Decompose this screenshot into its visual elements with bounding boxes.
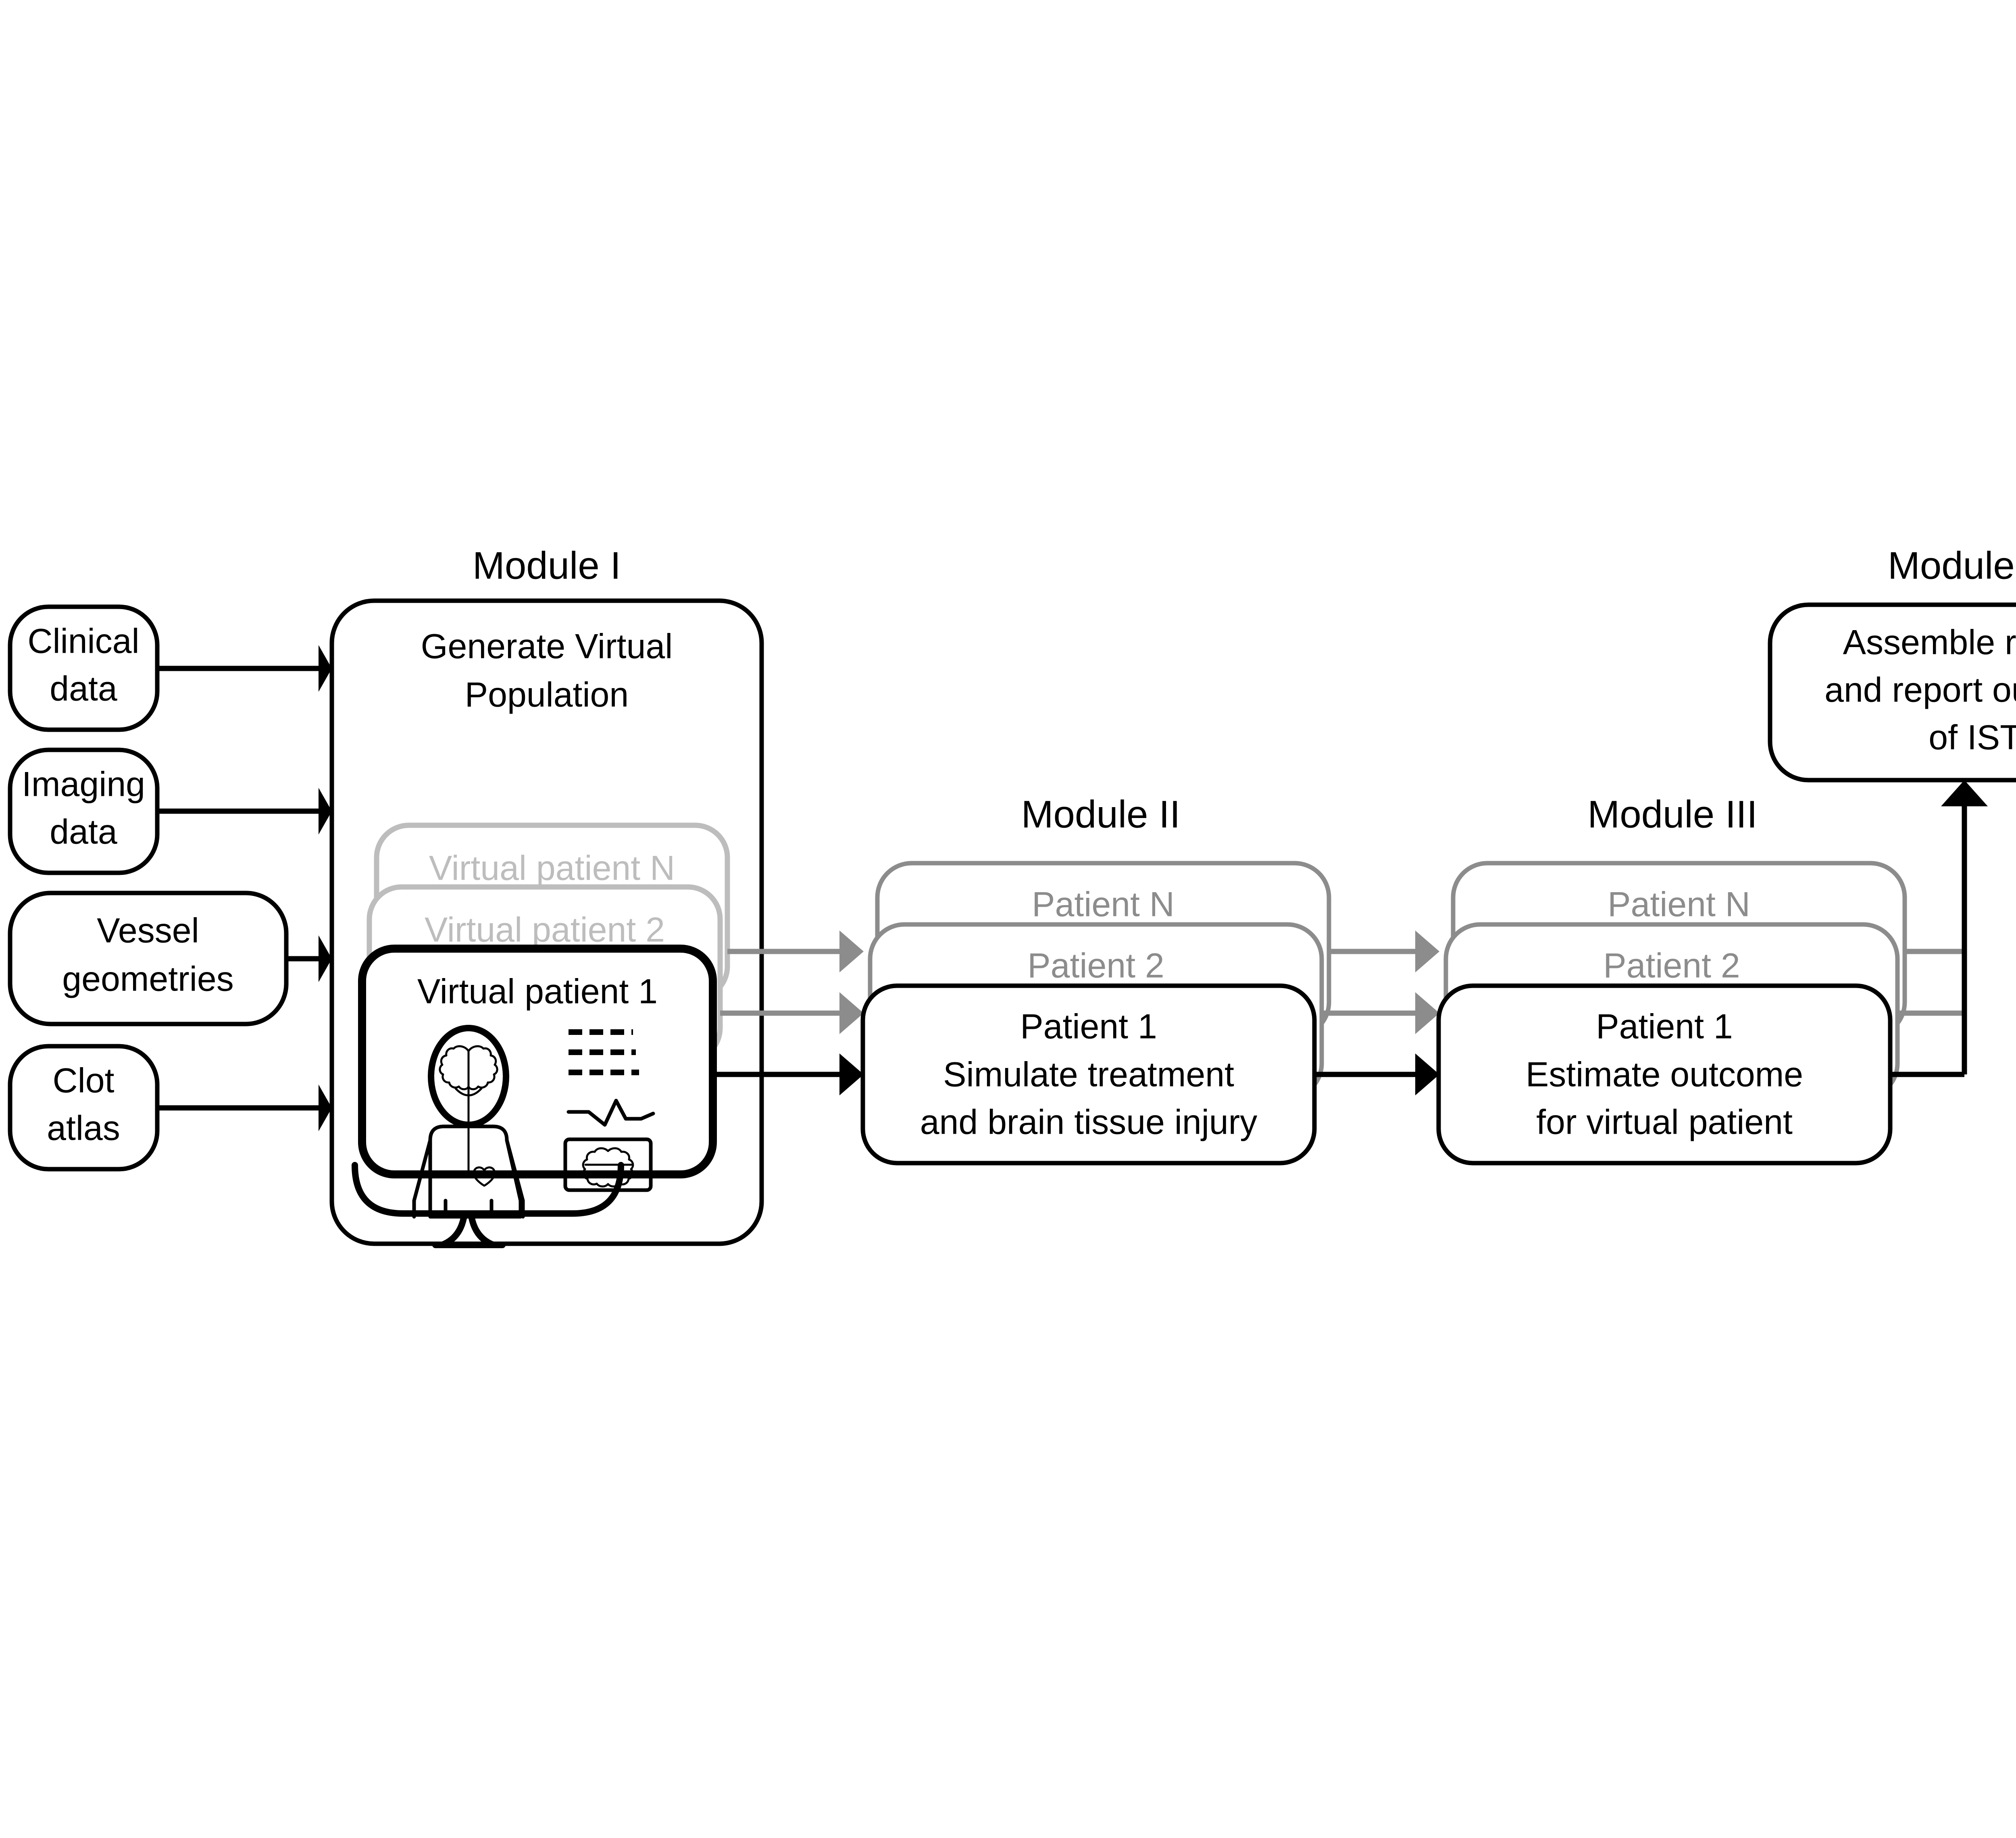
brain-scan-thumbnail-icon <box>563 1137 653 1192</box>
arrow-m2-2-to-m3-2 <box>1322 992 1439 1034</box>
arrow-vp-n-to-patient-n <box>727 930 864 972</box>
arrow-m2-n-to-m3-n <box>1329 930 1439 972</box>
arrow-clinical-to-module-one <box>158 645 332 692</box>
module-three-card-patient-1-label: Patient 1 <box>1596 1007 1733 1046</box>
module-three-label: Module III <box>1587 793 1758 836</box>
input-box-vessel-geometries-line2: geometries <box>62 960 233 999</box>
vitals-text-lines-icon <box>569 1029 639 1075</box>
patient-heart-icon <box>473 1166 496 1187</box>
input-box-clot-atlas[interactable]: Clot atlas <box>8 1044 160 1172</box>
module-two-card-patient-1[interactable]: Patient 1 Simulate treatment and brain t… <box>860 983 1317 1166</box>
module-three-card-patient-1-line1: Estimate outcome <box>1526 1055 1803 1094</box>
module-four-line3: of IST <box>1929 718 2016 757</box>
module-two-card-patient-2-label: Patient 2 <box>1027 947 1164 985</box>
module-four-line1: Assemble results <box>1843 623 2016 662</box>
module-three-card-patient-1-line2: for virtual patient <box>1536 1103 1793 1142</box>
module-three-card-patient-n-label: Patient N <box>1608 885 1750 924</box>
module-one-card-virtual-patient-1-label: Virtual patient 1 <box>417 972 658 1011</box>
module-four-container[interactable]: Assemble results and report outcome of I… <box>1768 602 2016 783</box>
module-one-card-virtual-patient-2-label: Virtual patient 2 <box>425 911 665 949</box>
arrow-vp-1-to-patient-1 <box>713 1053 864 1095</box>
input-box-clinical-data-shape <box>8 604 160 732</box>
input-box-imaging-data-shape <box>8 747 160 875</box>
brain-scan-frame-icon <box>563 1137 653 1192</box>
module-two-card-patient-n-label: Patient N <box>1032 885 1175 924</box>
module-one-card-virtual-patient-n-label: Virtual patient N <box>429 849 675 888</box>
input-box-clinical-data-line1: Clinical <box>27 622 139 661</box>
arrow-imaging-to-module-one <box>158 788 332 835</box>
module-one-title-line2: Population <box>465 676 629 714</box>
input-box-vessel-geometries[interactable]: Vessel geometries <box>8 891 289 1026</box>
module-three-card-patient-2-label: Patient 2 <box>1603 947 1740 985</box>
arrow-clot-to-module-one <box>158 1084 332 1131</box>
module-one-title-line1: Generate Virtual <box>421 627 673 666</box>
module-two-card-patient-1-line2: and brain tissue injury <box>920 1103 1258 1142</box>
module-three-card-patient-1[interactable]: Patient 1 Estimate outcome for virtual p… <box>1436 983 1893 1166</box>
module-one-label: Module I <box>473 544 621 587</box>
brain-right-lobe-icon <box>467 1045 498 1091</box>
arrow-vp-2-to-patient-2 <box>720 992 864 1034</box>
arrow-m2-1-to-m3-1 <box>1314 1053 1439 1095</box>
module-two-card-patient-1-label: Patient 1 <box>1020 1007 1157 1046</box>
input-box-clot-atlas-line2: atlas <box>47 1109 120 1148</box>
virtual-patient-monitor-icon <box>352 1025 655 1248</box>
ecg-waveform-icon <box>566 1099 655 1127</box>
input-box-imaging-data-line1: Imaging <box>22 765 145 804</box>
module-four-label: Module IV <box>1888 544 2016 587</box>
input-box-clinical-data[interactable]: Clinical data <box>8 604 160 732</box>
input-box-clinical-data-line2: data <box>50 670 117 708</box>
module-two-card-patient-1-line1: Simulate treatment <box>943 1055 1234 1094</box>
monitor-bezel-icon <box>352 1162 624 1217</box>
module-two-label: Module II <box>1021 793 1181 836</box>
module-four-shape <box>1768 602 2016 783</box>
input-box-vessel-geometries-line1: Vessel <box>97 912 199 950</box>
input-box-clot-atlas-shape <box>8 1044 160 1172</box>
input-box-clot-atlas-line1: Clot <box>53 1062 115 1100</box>
module-one-card-virtual-patient-1[interactable]: Virtual patient 1 <box>358 945 717 1178</box>
input-box-vessel-geometries-shape <box>8 891 289 1026</box>
brain-left-lobe-icon <box>439 1045 470 1091</box>
input-box-imaging-data[interactable]: Imaging data <box>8 747 160 875</box>
module-four-line2: and report outcome <box>1824 671 2016 710</box>
arrow-bus-to-module-four <box>1941 780 1988 1074</box>
brain-scan-left-lobe-icon <box>582 1147 609 1188</box>
module-one-container[interactable] <box>329 598 764 1246</box>
arrow-vessel-to-module-one <box>287 935 332 982</box>
input-box-imaging-data-line2: data <box>50 813 117 851</box>
